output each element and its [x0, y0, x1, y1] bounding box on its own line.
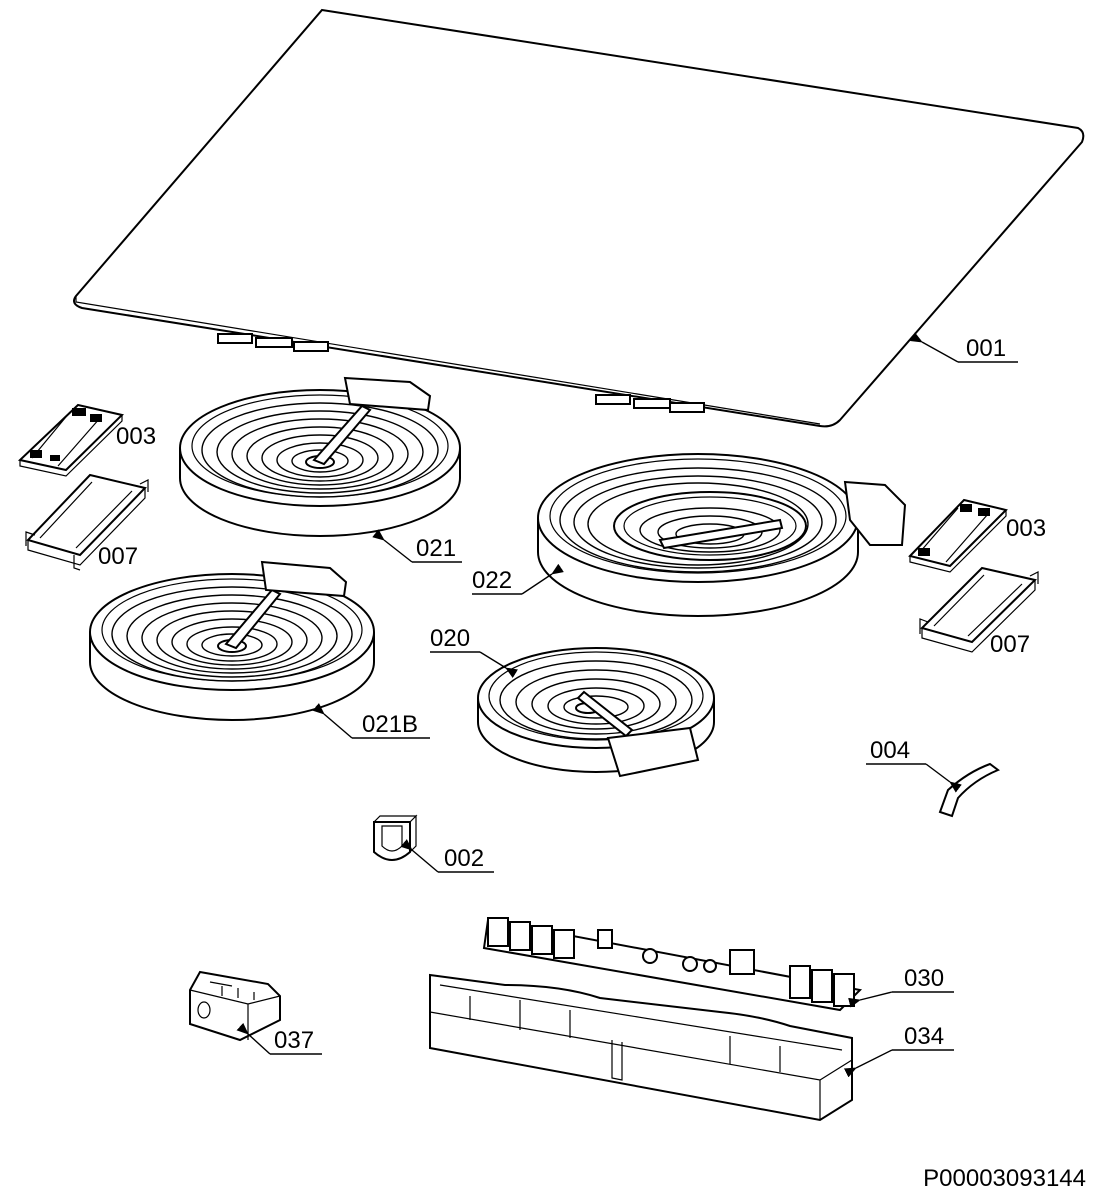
part-002-clip: [373, 814, 418, 861]
label-002: 002: [444, 845, 484, 872]
label-003-right: 003: [1006, 515, 1046, 542]
part-001-glass-top: [73, 8, 1085, 428]
part-021-heating-element: [179, 376, 461, 537]
part-034-housing: [429, 973, 853, 1122]
part-003-sensor-board-left: [17, 403, 125, 477]
label-001: 001: [966, 335, 1006, 362]
label-020: 020: [430, 625, 470, 652]
label-021: 021: [416, 535, 456, 562]
label-007-left: 007: [98, 543, 138, 570]
label-037: 037: [274, 1027, 314, 1054]
part-030-control-board: [482, 917, 863, 1012]
label-021b: 021B: [362, 711, 418, 738]
label-007-right: 007: [990, 631, 1030, 658]
part-021b-heating-element: [89, 560, 375, 721]
part-020-heating-element: [477, 647, 715, 778]
label-003-left: 003: [116, 423, 156, 450]
part-007-bracket-right: [919, 566, 1039, 653]
label-004: 004: [870, 737, 910, 764]
part-037-terminal-block: [189, 970, 281, 1042]
part-004-strip: [938, 762, 1000, 818]
label-030: 030: [904, 965, 944, 992]
label-034: 034: [904, 1023, 944, 1050]
leader-lines: [236, 332, 1018, 1078]
part-022-dual-heating-element: [537, 453, 907, 617]
drawing-code: P00003093144: [923, 1165, 1086, 1192]
part-007-bracket-left: [25, 473, 149, 571]
label-022: 022: [472, 567, 512, 594]
part-003-sensor-board-right: [908, 498, 1008, 573]
